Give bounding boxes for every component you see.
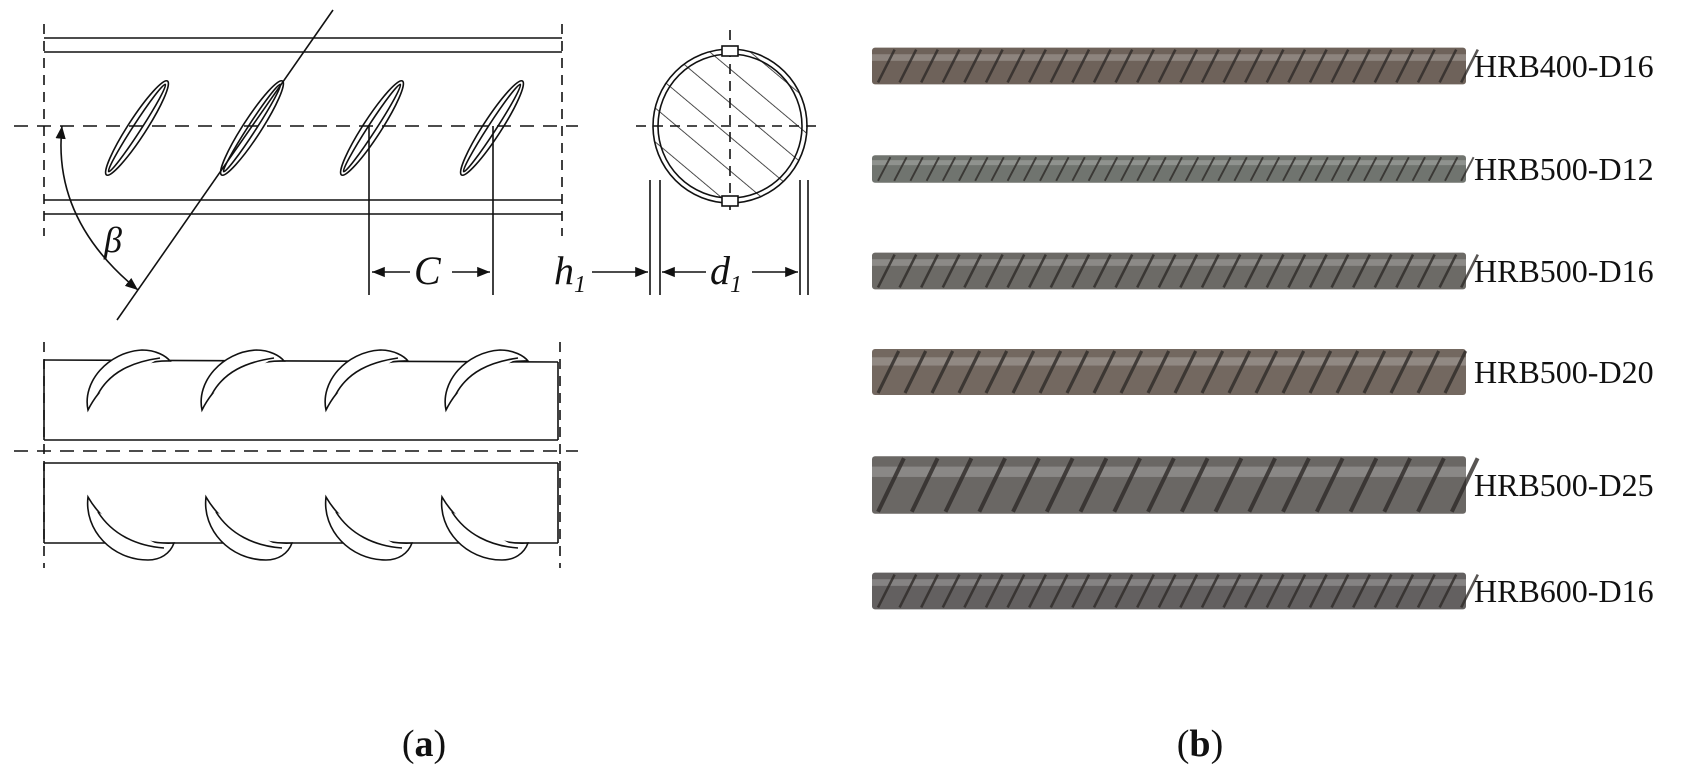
rebar-bar-label: HRB600-D16 bbox=[1474, 573, 1654, 609]
caption-a-letter: a bbox=[415, 723, 434, 765]
core-diameter-symbol: d bbox=[710, 248, 731, 293]
rebar-bar-label: HRB500-D12 bbox=[1474, 151, 1654, 187]
transverse-ribs bbox=[104, 79, 525, 177]
rebar-bar-label: HRB400-D16 bbox=[1474, 48, 1654, 84]
rebar-cross-section bbox=[592, 30, 820, 295]
rebar-bar-label: HRB500-D16 bbox=[1474, 253, 1654, 289]
rebar-bar-ribs bbox=[876, 49, 1479, 83]
rebar-top-view bbox=[14, 9, 578, 321]
caption-b-letter: b bbox=[1189, 723, 1210, 765]
side-ribs-top bbox=[86, 349, 530, 413]
rebar-bar: HRB500-D16 bbox=[872, 252, 1654, 290]
rebar-bar: HRB500-D25 bbox=[872, 456, 1654, 514]
rebar-bar-ribs bbox=[877, 156, 1475, 182]
rebar-bar-ribs bbox=[876, 457, 1480, 513]
rebar-photo: HRB400-D16HRB500-D12HRB500-D16HRB500-D20… bbox=[872, 47, 1654, 610]
rib-height-label: h1 bbox=[554, 248, 586, 298]
rebar-bar-ribs bbox=[876, 254, 1479, 288]
rebar-bar-highlight bbox=[872, 357, 1466, 366]
rebar-bar-body bbox=[872, 349, 1466, 395]
rebar-bar: HRB500-D12 bbox=[872, 151, 1654, 187]
rebar-bar-ribs bbox=[876, 574, 1479, 608]
rebar-bar: HRB600-D16 bbox=[872, 572, 1654, 610]
rebar-schematic bbox=[14, 9, 820, 568]
core-diameter-label: d1 bbox=[710, 248, 742, 298]
angle-symbol-label: β bbox=[103, 220, 122, 260]
rebar-bar-highlight bbox=[872, 54, 1466, 61]
caption-b: (b) bbox=[1177, 723, 1223, 765]
rebar-bar-ribs bbox=[876, 350, 1468, 394]
side-ribs-bottom bbox=[86, 494, 530, 561]
rebar-side-view bbox=[14, 342, 578, 568]
rib-height-subscript: 1 bbox=[574, 272, 586, 298]
rebar-bar: HRB500-D20 bbox=[872, 349, 1654, 395]
rebar-bar-highlight bbox=[872, 259, 1466, 266]
rebar-bar-highlight bbox=[872, 160, 1466, 166]
rebar-bar-label: HRB500-D25 bbox=[1474, 467, 1654, 503]
core-diameter-subscript: 1 bbox=[730, 272, 742, 298]
caption-a: (a) bbox=[402, 723, 446, 765]
rib-height-symbol: h bbox=[554, 248, 574, 293]
rebar-bar-highlight bbox=[872, 579, 1466, 586]
rebar-bar-label: HRB500-D20 bbox=[1474, 354, 1654, 390]
rebar-bar: HRB400-D16 bbox=[872, 47, 1654, 85]
rib-spacing-label: C bbox=[414, 248, 442, 293]
